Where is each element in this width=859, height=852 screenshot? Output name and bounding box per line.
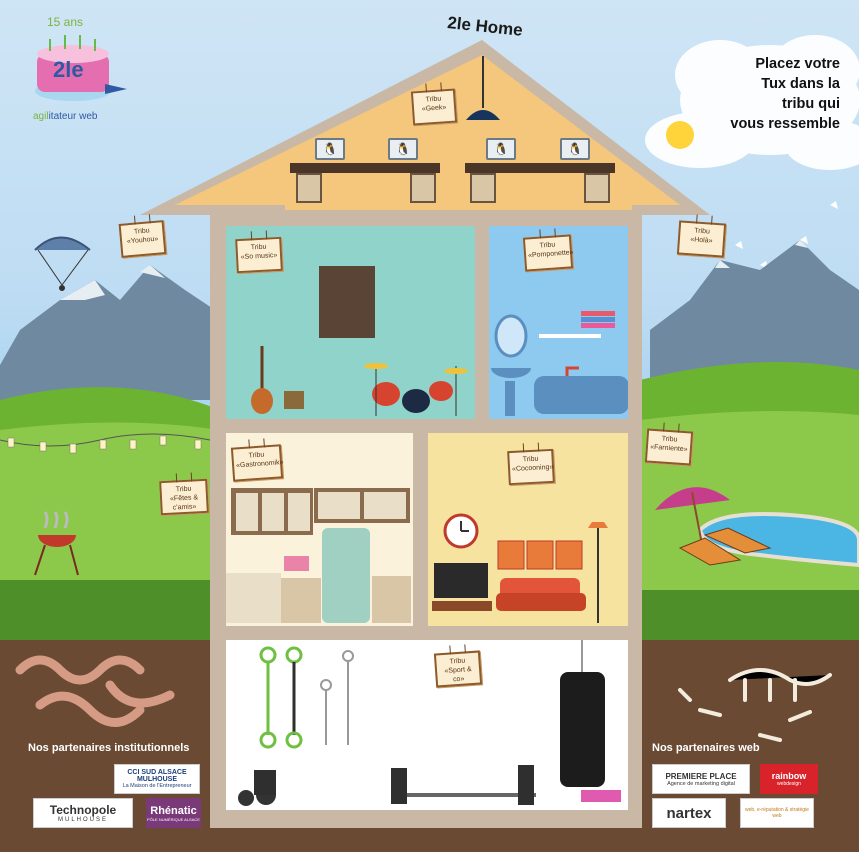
partner-premiere-name: PREMIERE PLACE — [665, 771, 737, 781]
tribe-sign-name: «So music» — [240, 252, 278, 261]
shelf — [539, 334, 601, 338]
desk-drawer — [296, 173, 322, 203]
partner-premiere-place[interactable]: PREMIERE PLACE Agence de marketing digit… — [652, 764, 750, 794]
dumbbell-icon — [581, 790, 621, 802]
partner-technopole[interactable]: Technopole MULHOUSE — [33, 798, 133, 828]
partner-rhenatic-sub: PÔLE NUMÉRIQUE ALSACE — [147, 816, 200, 822]
sun-icon — [666, 121, 694, 149]
callout-line: vous ressemble — [730, 116, 840, 132]
bathtub-icon — [534, 366, 628, 414]
gym-equipment — [238, 640, 621, 806]
tribe-sign-name: «Youhou» — [126, 235, 159, 246]
tribe-sign-name: «Pomponette» — [527, 249, 574, 260]
microwave-icon — [284, 556, 309, 571]
kettlebell-icon — [238, 770, 276, 806]
logo-tagline: agilitateur web — [33, 111, 98, 122]
living-furniture — [432, 513, 608, 623]
lamp-icon — [588, 522, 608, 623]
partner-wide[interactable]: web, e-réputation & stratégie web — [740, 798, 814, 828]
tribe-sign-name: «Sport & co» — [444, 666, 472, 684]
tribe-sign-fetes[interactable]: Tribu «Fêtes & c'amis» — [159, 478, 209, 516]
tribe-sign-gastronomik[interactable]: Tribu «Gastronomik» — [230, 444, 284, 482]
partner-rhenatic-name: Rhénatic — [150, 804, 197, 817]
music-instruments — [251, 346, 468, 416]
room-bathroom[interactable] — [489, 226, 628, 419]
punching-bag-icon — [560, 640, 605, 787]
institutional-partners-heading: Nos partenaires institutionnels — [28, 742, 190, 754]
callout-line: Tux dans la — [761, 76, 840, 92]
tux-icon[interactable]: 🐧 — [486, 138, 516, 160]
sink-icon — [491, 368, 531, 416]
tribe-sign-name: «Farniente» — [650, 443, 688, 454]
tv-icon — [434, 563, 488, 598]
barbell-icon — [391, 765, 536, 805]
logo-tagline-rest: itateur web — [48, 111, 98, 122]
logo-brand: 2le — [53, 57, 84, 82]
tribe-sign-cocooning[interactable]: Tribu «Cocooning» — [507, 448, 555, 486]
logo[interactable]: 15 ans 2le agilitateur web — [25, 15, 135, 125]
partner-rainbow-name: rainbow — [771, 771, 807, 781]
desk — [465, 163, 615, 173]
tribe-sign-so-music[interactable]: Tribu «So music» — [235, 236, 283, 274]
logo-anniversary: 15 ans — [47, 15, 84, 29]
partner-nartex[interactable]: nartex — [652, 798, 726, 828]
partner-rainbow[interactable]: rainbow webdesign — [760, 764, 818, 794]
tribe-sign-pomponette[interactable]: Tribu «Pomponette» — [522, 234, 574, 272]
clock-icon — [443, 513, 479, 549]
deckchair-icon — [678, 527, 772, 566]
desk-drawer — [470, 173, 496, 203]
barbecue-icon — [34, 511, 79, 576]
fridge-icon — [322, 528, 370, 623]
tribe-sign-hola[interactable]: Tribu «Holà» — [676, 220, 727, 258]
tribe-sign-name: «Cocooning» — [511, 463, 554, 473]
partner-cci-name: CCI SUD ALSACE MULHOUSE — [127, 769, 187, 783]
partner-cci-sub: La Maison de l'Entrepreneur — [122, 783, 192, 789]
guitar-icon — [251, 346, 273, 414]
desk — [290, 163, 440, 173]
partner-premiere-sub: Agence de marketing digital — [667, 780, 735, 787]
callout-text: Placez votre Tux dans la tribu qui vous … — [690, 54, 840, 134]
web-partners-heading: Nos partenaires web — [652, 742, 760, 754]
tux-icon[interactable]: 🐧 — [560, 138, 590, 160]
partner-rainbow-sub: webdesign — [777, 781, 801, 787]
tribe-sign-name: «Gastronomik» — [235, 459, 284, 470]
tribe-sign-geek[interactable]: Tribu «Geek» — [410, 88, 458, 126]
partner-technopole-sub: MULHOUSE — [57, 817, 108, 823]
tux-icon[interactable]: 🐧 — [388, 138, 418, 160]
bone-icon — [678, 688, 812, 742]
amp-icon — [284, 391, 304, 409]
drum-kit-icon — [364, 363, 468, 416]
worm-icon — [15, 655, 145, 685]
desk-drawer — [410, 173, 436, 203]
tribe-sign-farniente[interactable]: Tribu «Farniente» — [644, 428, 694, 466]
mirror-icon — [494, 314, 528, 358]
tribe-sign-name: «Fêtes & c'amis» — [169, 494, 199, 512]
tribe-sign-name: «Geek» — [421, 104, 447, 113]
partner-cci[interactable]: CCI SUD ALSACE MULHOUSE La Maison de l'E… — [114, 764, 200, 794]
partner-wide-tagline: web, e-réputation & stratégie web — [745, 807, 809, 819]
paraglider-icon — [34, 236, 91, 291]
logo-tagline-agil: agil — [33, 111, 49, 122]
callout-line: tribu qui — [782, 96, 840, 112]
sofa-icon — [496, 578, 586, 611]
tribe-sign-youhou[interactable]: Tribu «Youhou» — [118, 220, 167, 258]
tux-icon[interactable]: 🐧 — [315, 138, 345, 160]
partner-technopole-name: Technopole — [49, 803, 117, 817]
dinosaur-skeleton-icon — [728, 668, 832, 702]
kitchen-furniture — [226, 488, 411, 623]
bathroom-fixtures — [491, 311, 628, 416]
drum-poster — [319, 266, 375, 338]
room-gym[interactable] — [226, 640, 628, 810]
partner-rhenatic[interactable]: Rhénatic PÔLE NUMÉRIQUE ALSACE — [146, 798, 201, 828]
callout-line: Placez votre — [755, 56, 840, 72]
pool-icon — [697, 512, 859, 568]
cake-icon — [35, 35, 127, 101]
desk-drawer — [584, 173, 610, 203]
tribe-sign-name: «Holà» — [690, 236, 713, 245]
tribe-sign-sport[interactable]: Tribu «Sport & co» — [433, 650, 483, 688]
partner-nartex-name: nartex — [666, 804, 712, 822]
